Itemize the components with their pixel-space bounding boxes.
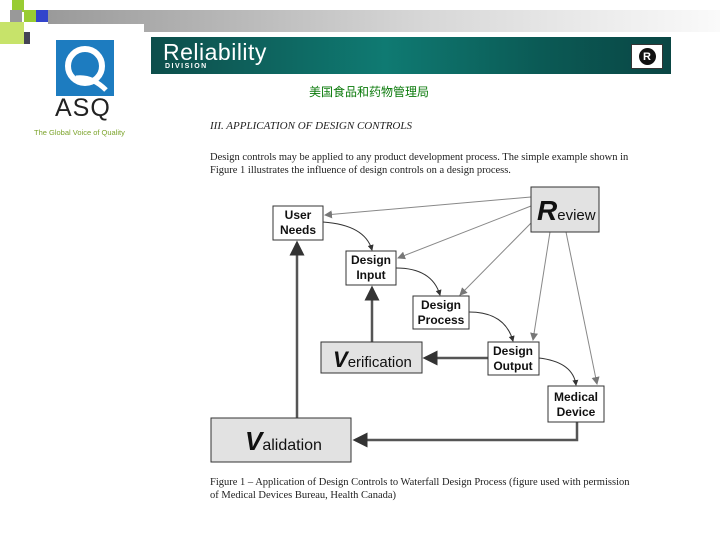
verification-label: Verification bbox=[333, 347, 412, 372]
section-heading: III. APPLICATION OF DESIGN CONTROLS bbox=[210, 120, 412, 132]
arrow-review-design-output bbox=[530, 231, 551, 341]
logo-tagline: The Global Voice of Quality bbox=[34, 128, 125, 137]
validation-label: Validation bbox=[245, 426, 322, 456]
node-medical-device bbox=[547, 385, 605, 423]
chinese-title: 美国食品和药物管理局 bbox=[309, 85, 430, 99]
decor-square bbox=[24, 10, 36, 22]
asq-logo-icon bbox=[56, 40, 114, 96]
node-label: Output bbox=[493, 359, 532, 373]
arrow-output-device bbox=[538, 357, 579, 386]
header-gradient-bar bbox=[48, 10, 720, 32]
node-label: Device bbox=[557, 405, 596, 419]
arrow-user-needs-input bbox=[322, 221, 374, 251]
validation-label-initial: V bbox=[245, 426, 265, 456]
review-label-initial: R bbox=[537, 195, 558, 226]
node-label: Medical bbox=[554, 390, 598, 404]
validation-label-rest: alidation bbox=[262, 437, 322, 454]
verification-label-initial: V bbox=[333, 347, 350, 372]
decor-square bbox=[12, 0, 24, 12]
node-design-process bbox=[412, 295, 470, 330]
intro-paragraph: Design controls may be applied to any pr… bbox=[210, 152, 629, 176]
arrow-process-output bbox=[468, 311, 515, 342]
arrow-review-medical-device bbox=[565, 231, 600, 385]
node-label: Process bbox=[418, 313, 465, 327]
node-design-output bbox=[487, 341, 540, 376]
arrow-review-user-needs bbox=[324, 196, 532, 219]
registered-badge-icon: R bbox=[631, 44, 663, 69]
figure-caption: Figure 1 – Application of Design Control… bbox=[210, 477, 630, 501]
badge-text: R bbox=[638, 48, 656, 65]
node-review bbox=[530, 186, 600, 233]
decor-square bbox=[0, 22, 24, 44]
node-label: Design bbox=[493, 344, 533, 358]
arrow-review-design-process bbox=[459, 219, 535, 296]
node-verification bbox=[320, 341, 423, 374]
header-patch bbox=[30, 24, 144, 44]
decor-square bbox=[10, 10, 22, 22]
node-label: Design bbox=[421, 298, 461, 312]
banner-subtitle: DIVISION bbox=[165, 63, 208, 70]
arrow-review-design-input bbox=[397, 205, 532, 260]
review-label: Review bbox=[537, 195, 596, 226]
node-user-needs bbox=[272, 205, 324, 241]
arrow-input-process bbox=[395, 267, 442, 296]
node-design-input bbox=[345, 250, 397, 286]
node-label: Input bbox=[356, 268, 385, 282]
review-label-rest: eview bbox=[557, 207, 596, 224]
node-label: Needs bbox=[280, 223, 316, 237]
verification-label-rest: erification bbox=[348, 354, 412, 371]
node-label: User bbox=[285, 208, 312, 222]
reliability-banner: Reliability DIVISION R bbox=[151, 37, 671, 74]
decor-square bbox=[36, 10, 48, 22]
arrow-device-validation bbox=[352, 422, 579, 448]
node-label: Design bbox=[351, 253, 391, 267]
node-validation bbox=[210, 417, 352, 463]
logo-text: ASQ bbox=[55, 94, 111, 122]
banner-title: Reliability bbox=[163, 39, 267, 65]
